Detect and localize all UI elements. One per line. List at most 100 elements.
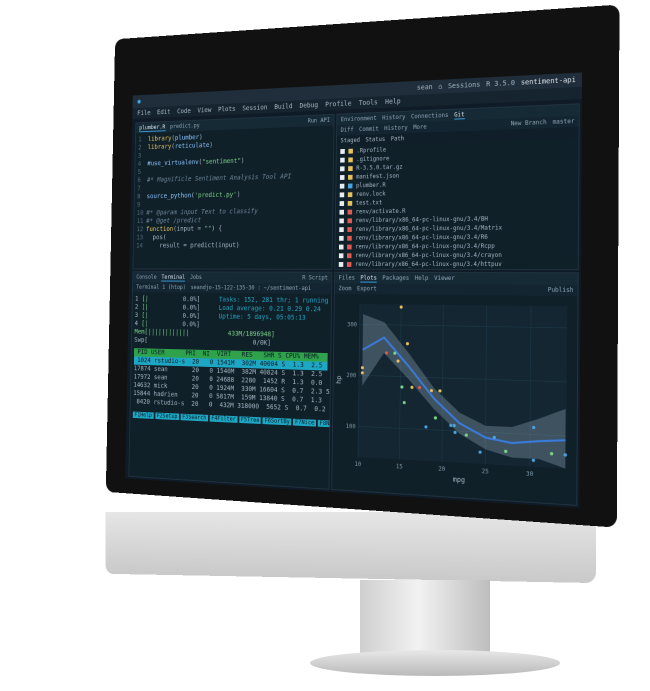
tab-git[interactable]: Git [454,111,464,119]
code-token: ) [209,141,213,149]
line-number: 5 [138,168,148,176]
publish-button[interactable]: Publish [548,287,574,294]
menu-item-plots[interactable]: Plots [218,105,236,113]
x-axis-label: mpg [453,475,465,485]
staged-checkbox[interactable] [339,210,344,215]
tab-plots[interactable]: Plots [360,274,377,282]
file-path: renv/library/x86_64-pc-linux-gnu/3.4/Mat… [355,225,502,233]
menu-item-profile[interactable]: Profile [325,100,351,109]
sessions-button[interactable]: Sessions [448,81,480,91]
menu-item-code[interactable]: Code [177,107,191,115]
header-path[interactable]: Path [391,135,404,142]
fkey-6[interactable]: F6SortBy [263,417,292,425]
fkey-1[interactable]: F1Help [133,412,154,419]
fkey-8[interactable]: F8Nice [318,420,333,428]
project-menu[interactable]: sentiment-api [521,76,576,87]
new-branch-button[interactable]: New Branch [511,119,547,127]
git-file-row[interactable]: renv/library/x86_64-pc-linux-gnu/3.4/htt… [339,260,574,269]
x-tick-label: 15 [396,464,403,471]
code-token: #use_virtualenv [147,158,198,167]
code-token: 'predict.py' [195,191,237,199]
staged-checkbox[interactable] [340,175,345,180]
code-token: library [148,135,172,143]
r-version: R 3.5.0 [486,79,515,88]
fkey-3[interactable]: F3Search [181,414,208,422]
fkey-5[interactable]: F5Tree [239,416,261,424]
status-icon [348,149,353,154]
staged-checkbox[interactable] [339,236,344,241]
staged-checkbox[interactable] [339,227,344,232]
commit-button[interactable]: Commit [359,126,379,134]
fkey-4[interactable]: F4Filter [210,415,238,423]
code-editor[interactable]: 1library(plumber)2library(reticulate)34#… [134,125,334,253]
code-token: ) [237,191,241,199]
file-path: manifest.json [356,173,399,181]
menu-item-session[interactable]: Session [242,104,267,113]
line-number: 10 [137,209,147,217]
file-path: renv/library/x86_64-pc-linux-gnu/3.4/htt… [355,261,502,268]
tab-terminal[interactable]: Terminal [161,274,185,281]
staged-checkbox[interactable] [339,245,344,250]
tab-files[interactable]: Files [339,275,355,282]
file-path: test.txt [356,199,382,206]
status-icon [347,245,352,250]
code-token: #* @param input Text to classify [146,207,258,216]
editor-pane: plumber.R predict.py Run API 1library(pl… [133,114,335,270]
code-line[interactable]: 14 result = predict(input) [136,241,329,250]
staged-checkbox[interactable] [340,166,345,171]
tab-help[interactable]: Help [415,275,429,282]
header-staged[interactable]: Staged [340,137,360,144]
tab-packages[interactable]: Packages [382,275,409,282]
y-tick-label: 100 [346,424,356,431]
tab-viewer[interactable]: Viewer [434,275,455,282]
tab-jobs[interactable]: Jobs [190,274,202,281]
cpu-meters: 1 [| 0.0%]2 [| 0.0%]3 [| 0.0%]4 [| 0.0%] [135,295,213,329]
fkey-7[interactable]: F7Nice [293,419,316,427]
tab-environment[interactable]: Environment [341,115,377,123]
menu-item-build[interactable]: Build [274,102,292,110]
menu-item-file[interactable]: File [137,109,151,117]
git-pane: Environment History Connections Git Diff… [334,103,580,270]
staged-checkbox[interactable] [339,253,344,258]
diff-button[interactable]: Diff [341,127,354,134]
history-button[interactable]: History [384,124,407,132]
menu-item-edit[interactable]: Edit [157,108,171,116]
zoom-button[interactable]: Zoom [338,285,351,292]
tab-history[interactable]: History [382,114,405,122]
home-icon[interactable]: ⌂ [438,83,442,91]
script-type: R Script [302,275,328,282]
monitor-bezel: ● sean ⌂ Sessions R 3.5.0 sentiment-api … [106,5,620,528]
menu-item-debug[interactable]: Debug [299,101,318,109]
git-file-row[interactable]: renv/library/x86_64-pc-linux-gnu/3.4/jso… [339,269,574,270]
tab-console[interactable]: Console [136,274,156,280]
tab-predict[interactable]: predict.py [170,122,200,130]
staged-checkbox[interactable] [340,192,345,197]
x-tick-label: 20 [438,466,445,473]
more-button[interactable]: More [413,124,427,131]
code-token: reticulate [175,141,210,150]
header-status[interactable]: Status [365,136,385,143]
htop-output[interactable]: 1 [| 0.0%]2 [| 0.0%]3 [| 0.0%]4 [| 0.0%]… [130,292,331,430]
git-file-row[interactable]: renv/library/x86_64-pc-linux-gnu/3.4/cra… [339,251,574,261]
menu-item-view[interactable]: View [197,106,211,114]
rstudio-logo-icon[interactable]: ● [137,98,140,105]
branch-select[interactable]: master [553,118,575,126]
code-token: function [146,225,173,233]
file-path: renv/library/x86_64-pc-linux-gnu/3.4/BH [356,216,488,225]
status-icon [348,166,353,171]
staged-checkbox[interactable] [340,149,345,154]
tab-plumber[interactable]: plumber.R [139,123,165,131]
export-button[interactable]: Export [357,285,377,292]
menu-item-tools[interactable]: Tools [359,98,378,107]
menu-item-help[interactable]: Help [385,97,401,105]
tab-connections[interactable]: Connections [411,112,448,120]
run-api-button[interactable]: Run API [308,117,330,125]
terminal-select[interactable]: Terminal 1 (htop) [136,284,186,291]
staged-checkbox[interactable] [339,262,344,267]
status-icon [348,210,353,215]
staged-checkbox[interactable] [339,218,344,223]
fkey-2[interactable]: F2Setup [155,413,179,421]
staged-checkbox[interactable] [340,201,345,206]
staged-checkbox[interactable] [340,158,345,163]
staged-checkbox[interactable] [340,184,345,189]
